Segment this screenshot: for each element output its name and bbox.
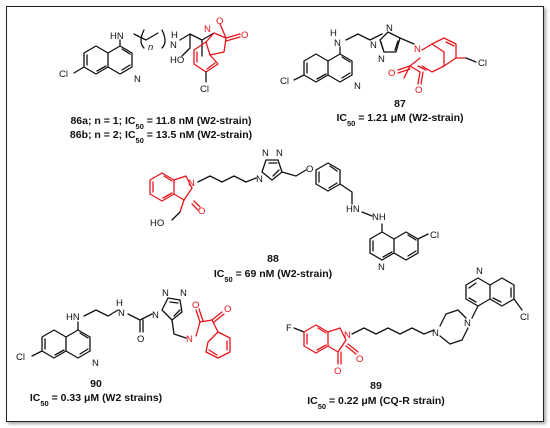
hydroxyl-ho: HO: [150, 218, 164, 229]
carbonyl-o-1: O: [334, 366, 341, 377]
isatin-n: N: [344, 330, 351, 341]
triazole-n2: N: [370, 40, 377, 51]
compound-88-activity: IC50 = 69 nM (W2-strain): [214, 268, 332, 284]
carbonyl-o-1: O: [415, 85, 422, 96]
isatin-n: N: [204, 24, 211, 35]
triazole-n3: N: [378, 54, 385, 65]
triazole-n3: N: [180, 288, 187, 299]
quinoline-nitrogen: N: [134, 74, 141, 85]
compound-88-structure: N O HO N N N O HN NH Cl N: [149, 148, 439, 273]
amine-hn: HN: [66, 312, 80, 323]
amide-o: O: [137, 334, 144, 345]
quinoline-nitrogen: N: [354, 81, 361, 92]
isatin-n: N: [186, 334, 193, 345]
compound-89-label: 89: [370, 380, 382, 392]
piperazine-n2: N: [464, 318, 471, 329]
amine-nh: H: [171, 30, 178, 41]
amine-n: N: [334, 38, 341, 49]
triazole-n2: N: [262, 148, 269, 159]
chlorine-atom: Cl: [520, 312, 529, 323]
quinoline-nitrogen: N: [92, 358, 99, 369]
chlorine-atom: Cl: [59, 69, 68, 80]
chlorine-atom: Cl: [16, 352, 25, 363]
compound-87-label: 87: [394, 98, 406, 110]
ether-o: O: [306, 164, 313, 175]
compound-87-activity: IC50 = 1.21 μM (W2-strain): [336, 112, 463, 128]
isatin-n: N: [414, 44, 421, 55]
figure-frame: [6, 6, 544, 422]
carbonyl-o-2: O: [388, 68, 395, 79]
carbonyl-o-2: O: [224, 304, 231, 315]
chain-repeat-n: n: [148, 42, 153, 53]
carbonyl-o-2: O: [356, 354, 363, 365]
carbonyl-o: O: [198, 206, 205, 217]
triazole-n1: N: [386, 23, 393, 34]
compound-89-activity: IC50 = 0.22 μM (CQ-R strain): [307, 395, 445, 411]
compound-88-label: 88: [267, 253, 279, 265]
compound-86b-caption: 86b; n = 2; IC50 = 13.5 nM (W2-strain): [70, 129, 252, 145]
chlorine-isatin: Cl: [200, 84, 209, 95]
isatin-n: N: [188, 178, 195, 189]
amide-n: N: [118, 308, 125, 319]
triazole-n1: N: [256, 174, 263, 185]
carbonyl-o-1: O: [192, 300, 199, 311]
chlorine-atom: Cl: [280, 76, 289, 87]
hydroxyl-ho: HO: [170, 55, 184, 66]
compound-90-structure: Cl N HN H N O N N N N O O: [16, 288, 231, 369]
quinoline-nitrogen: N: [378, 262, 385, 273]
compound-90-label: 90: [90, 378, 102, 390]
amine-n2: N: [170, 40, 177, 51]
triazole-n2: N: [162, 288, 169, 299]
chlorine-isatin: Cl: [478, 58, 487, 69]
amide-h: H: [116, 298, 123, 309]
piperazine-n1: N: [432, 328, 439, 339]
compound-86a-caption: 86a; n = 1; IC50 = 11.8 nM (W2-strain): [70, 115, 251, 131]
amine-hn: H: [330, 28, 337, 39]
triazole-n3: N: [276, 148, 283, 159]
carbonyl-o-2: O: [216, 16, 223, 27]
hydrazine-hn: HN: [346, 204, 360, 215]
carbonyl-o-1: O: [241, 30, 248, 41]
hydrazine-nh: NH: [372, 212, 386, 223]
triazole-n1: N: [152, 310, 159, 321]
compound-87-structure: Cl N H N N N N N O O Cl: [280, 23, 487, 96]
chlorine-atom: Cl: [430, 230, 439, 241]
compound-89-structure: F N O O N N N Cl: [286, 266, 529, 377]
compound-86-structure: Cl N HN n H N HO O O Cl N: [59, 16, 248, 95]
compound-90-activity: IC50 = 0.33 μM (W2 strains): [30, 392, 162, 408]
quinoline-nitrogen: N: [476, 266, 483, 277]
fluorine-atom: F: [286, 323, 292, 334]
amine-hn: HN: [110, 31, 124, 42]
